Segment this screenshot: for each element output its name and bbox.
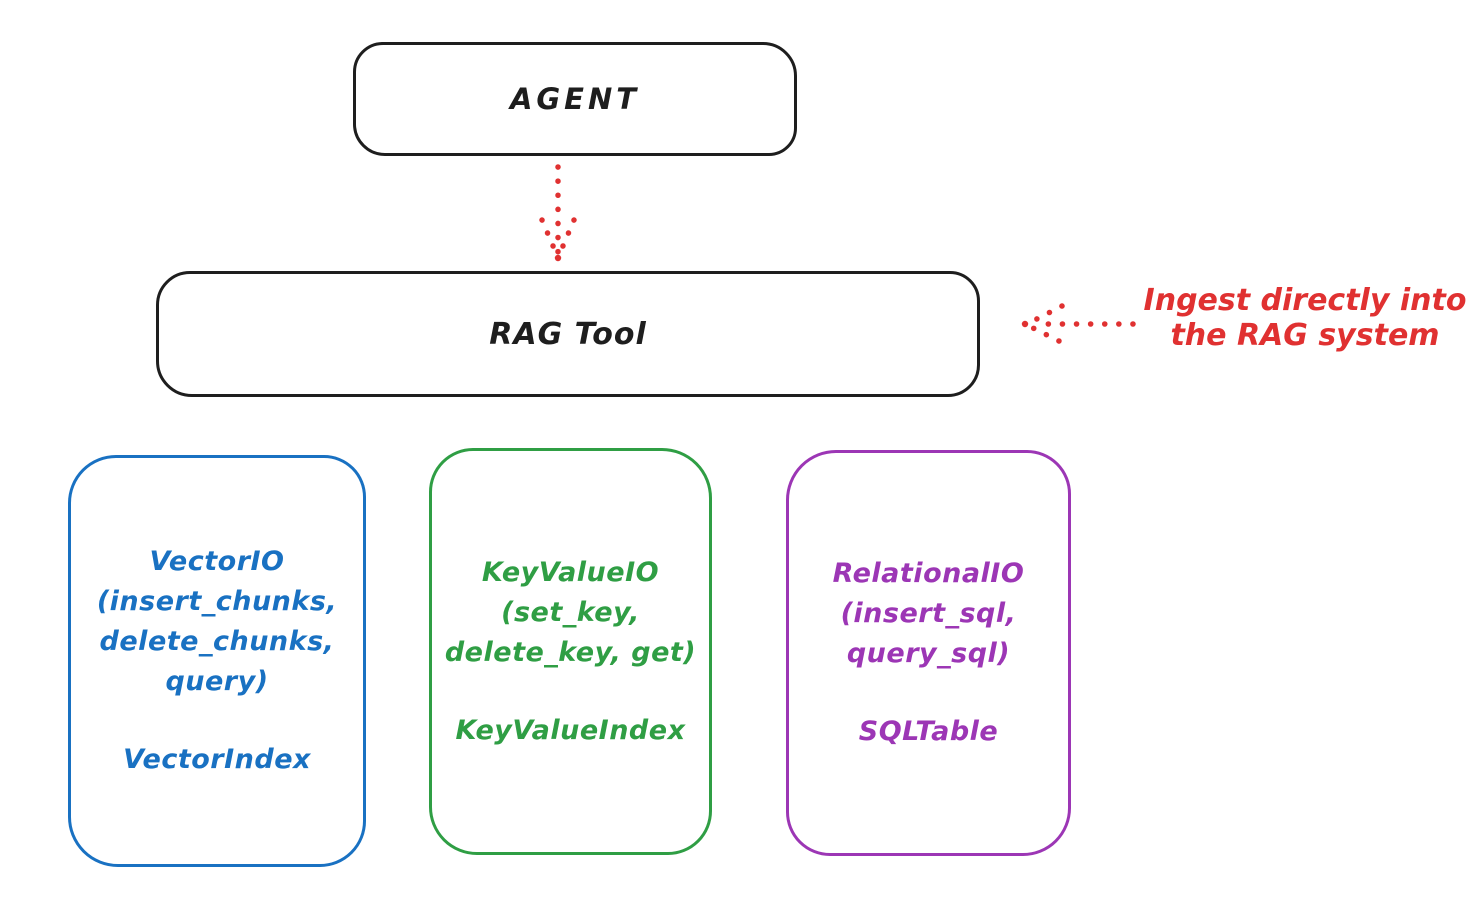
keyvalue-io-box: KeyValueIO (set_key, delete_key, get) Ke… <box>429 448 712 855</box>
agent-label: AGENT <box>509 82 641 116</box>
sql-table-label: SQLTable <box>858 716 999 747</box>
vector-io-functions: VectorIO (insert_chunks, delete_chunks, … <box>96 546 338 697</box>
vector-index-label: VectorIndex <box>123 744 311 775</box>
keyvalue-io-functions: KeyValueIO (set_key, delete_key, get) <box>444 556 697 668</box>
relational-io-functions: RelationalIO (insert_sql, query_sql) <box>832 558 1025 669</box>
relational-io-box: RelationalIO (insert_sql, query_sql) SQL… <box>786 450 1071 856</box>
keyvalue-index-label: KeyValueIndex <box>455 714 686 746</box>
agent-to-rag-arrow <box>539 164 577 262</box>
ingest-annotation: Ingest directly into the RAG system <box>1143 283 1467 353</box>
ingest-to-rag-arrow <box>1021 303 1136 344</box>
rag-tool-label: RAG Tool <box>489 316 647 352</box>
vector-io-box: VectorIO (insert_chunks, delete_chunks, … <box>68 455 366 867</box>
agent-box: AGENT <box>353 42 797 156</box>
rag-tool-box: RAG Tool <box>156 271 980 397</box>
